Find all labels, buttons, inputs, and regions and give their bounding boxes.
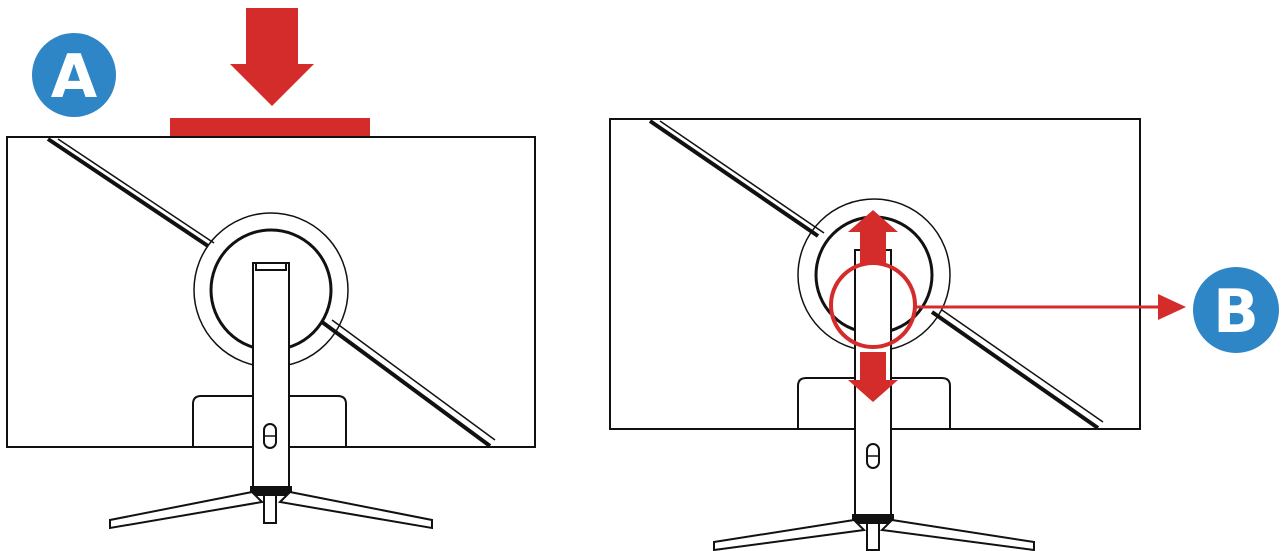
monitor-a-stripe-lower-edge (331, 319, 496, 441)
monitor-a-stripe-lower (320, 320, 492, 448)
stand-a (109, 262, 433, 530)
monitor-b-stripe-lower-edge (941, 309, 1104, 423)
press-down-indicator (170, 8, 370, 137)
badge-b: B (1193, 267, 1279, 353)
monitor-a-stripe-upper (46, 137, 210, 248)
badge-b-label: B (1213, 277, 1259, 347)
callout-b (915, 294, 1186, 320)
monitor-b (609, 118, 1141, 430)
badge-a-label: A (51, 42, 98, 112)
monitor-b-stripe-upper-edge (659, 120, 825, 234)
stand-a-column (252, 262, 290, 494)
stand-a-left-leg (109, 490, 265, 530)
down-arrow-icon (230, 8, 314, 106)
stand-b-base-collar (852, 514, 894, 524)
badge-b-circle (1193, 267, 1279, 353)
highlight-circle (829, 261, 917, 349)
stand-a-top-cap (255, 262, 287, 271)
monitor-b-stripe-upper (648, 119, 820, 238)
height-adjust-arrows (848, 210, 898, 402)
badge-a: A (32, 33, 116, 117)
stand-b-left-leg (713, 518, 867, 551)
badge-a-circle (32, 33, 116, 117)
panel-b: B (609, 118, 1279, 551)
stand-a-front-foot (263, 494, 277, 524)
stand-b-right-leg (879, 518, 1035, 551)
up-arrow-icon (848, 210, 898, 265)
down-arrow-icon (848, 352, 898, 402)
monitor-b-stripe-lower (930, 310, 1100, 430)
stand-a-right-leg (277, 490, 433, 530)
panel-a: A (6, 8, 536, 530)
stand-a-base-collar (250, 486, 292, 496)
monitor-a-stripe-upper-edge (57, 138, 215, 244)
press-area-bar (170, 118, 370, 137)
stand-b-front-foot (866, 522, 880, 551)
callout-arrowhead-icon (1158, 294, 1186, 320)
